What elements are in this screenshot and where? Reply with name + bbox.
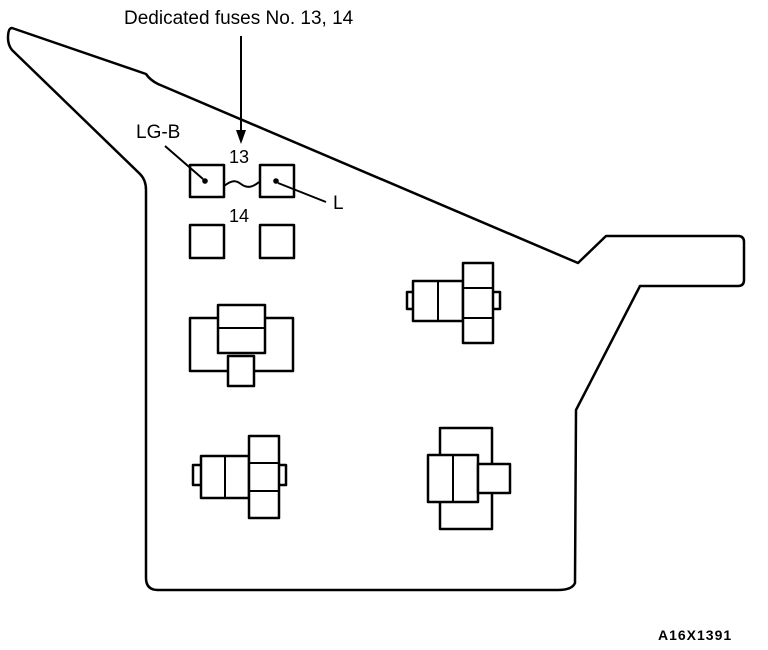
fuse-block-outline bbox=[6, 26, 746, 592]
relay-upper-right bbox=[405, 261, 502, 345]
fuse-13 bbox=[188, 163, 296, 199]
callout-arrow bbox=[236, 36, 246, 144]
wire-label-lg-b: LG-B bbox=[136, 122, 180, 143]
fuse-14-label: 14 bbox=[229, 206, 249, 226]
relay-lower-left bbox=[191, 434, 288, 520]
wire-leader-lg-b bbox=[164, 145, 204, 180]
wire-label-l: L bbox=[333, 193, 344, 214]
relay-upper-left bbox=[188, 303, 295, 388]
wire-leader-l bbox=[277, 182, 327, 203]
figure-code: A16X1391 bbox=[658, 627, 732, 643]
fuse-14 bbox=[188, 223, 296, 260]
fuse-13-label: 13 bbox=[229, 147, 249, 167]
callout-title: Dedicated fuses No. 13, 14 bbox=[124, 8, 354, 29]
relay-lower-right bbox=[426, 426, 512, 531]
